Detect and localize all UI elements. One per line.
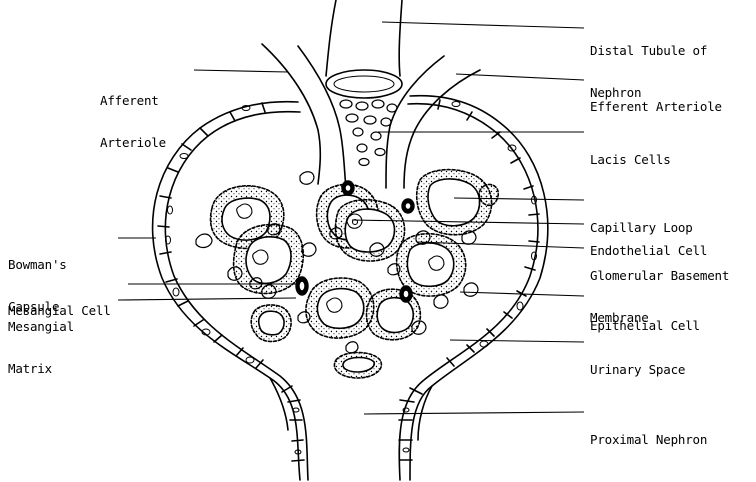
- leader-distal-tubule: [382, 22, 584, 28]
- label-lacis-cells: Lacis Cells: [590, 125, 671, 195]
- label-line: Mesangial: [8, 320, 74, 334]
- label-line: Afferent: [100, 94, 166, 108]
- label-line: Distal Tubule of: [590, 44, 707, 58]
- label-line: Epithelial Cell: [590, 319, 700, 333]
- capillary-loops: [211, 170, 499, 378]
- label-line: Arteriole: [100, 136, 166, 150]
- leader-efferent: [456, 74, 584, 80]
- leader-urinary-space: [450, 340, 584, 342]
- label-proximal-nephron: Proximal Nephron: [590, 405, 707, 475]
- distal-tubule-right-wall: [399, 0, 402, 76]
- distal-tubule-left-wall: [326, 0, 336, 76]
- leader-proximal: [364, 412, 584, 414]
- label-afferent-arteriole: Afferent Arteriole: [100, 66, 166, 178]
- label-urinary-space: Urinary Space: [590, 335, 685, 405]
- label-line: Urinary Space: [590, 363, 685, 377]
- label-line: Bowman's: [8, 258, 67, 272]
- leader-mesangial-matrix: [118, 298, 296, 300]
- afferent-arteriole-inner: [298, 46, 346, 188]
- label-line: Efferent Arteriole: [590, 100, 722, 114]
- distal-tubule-macula-densa: [326, 70, 402, 98]
- leader-afferent: [194, 70, 288, 72]
- label-mesangial-matrix: Mesangial Matrix: [8, 292, 74, 404]
- label-line: Glomerular Basement: [590, 269, 729, 283]
- label-line: Lacis Cells: [590, 153, 671, 167]
- capsule-nuclei: [166, 102, 537, 455]
- label-line: Proximal Nephron: [590, 433, 707, 447]
- label-line: Matrix: [8, 362, 74, 376]
